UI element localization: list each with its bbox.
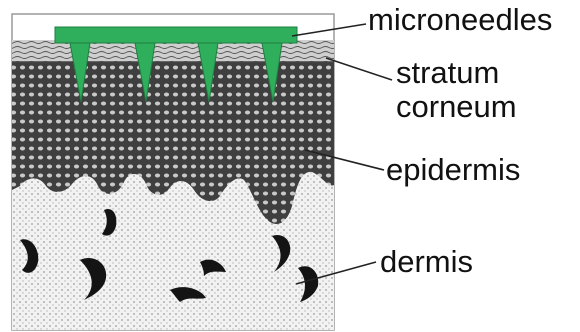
- label-dermis: dermis: [380, 244, 473, 279]
- stratum-corneum-leader: [326, 58, 392, 80]
- label-epidermis: epidermis: [386, 152, 520, 187]
- microneedle-base: [55, 27, 297, 43]
- label-stratum-corneum-line1: stratum: [396, 55, 499, 90]
- label-stratum-corneum-line2: corneum: [396, 89, 517, 124]
- label-microneedles: microneedles: [368, 2, 552, 37]
